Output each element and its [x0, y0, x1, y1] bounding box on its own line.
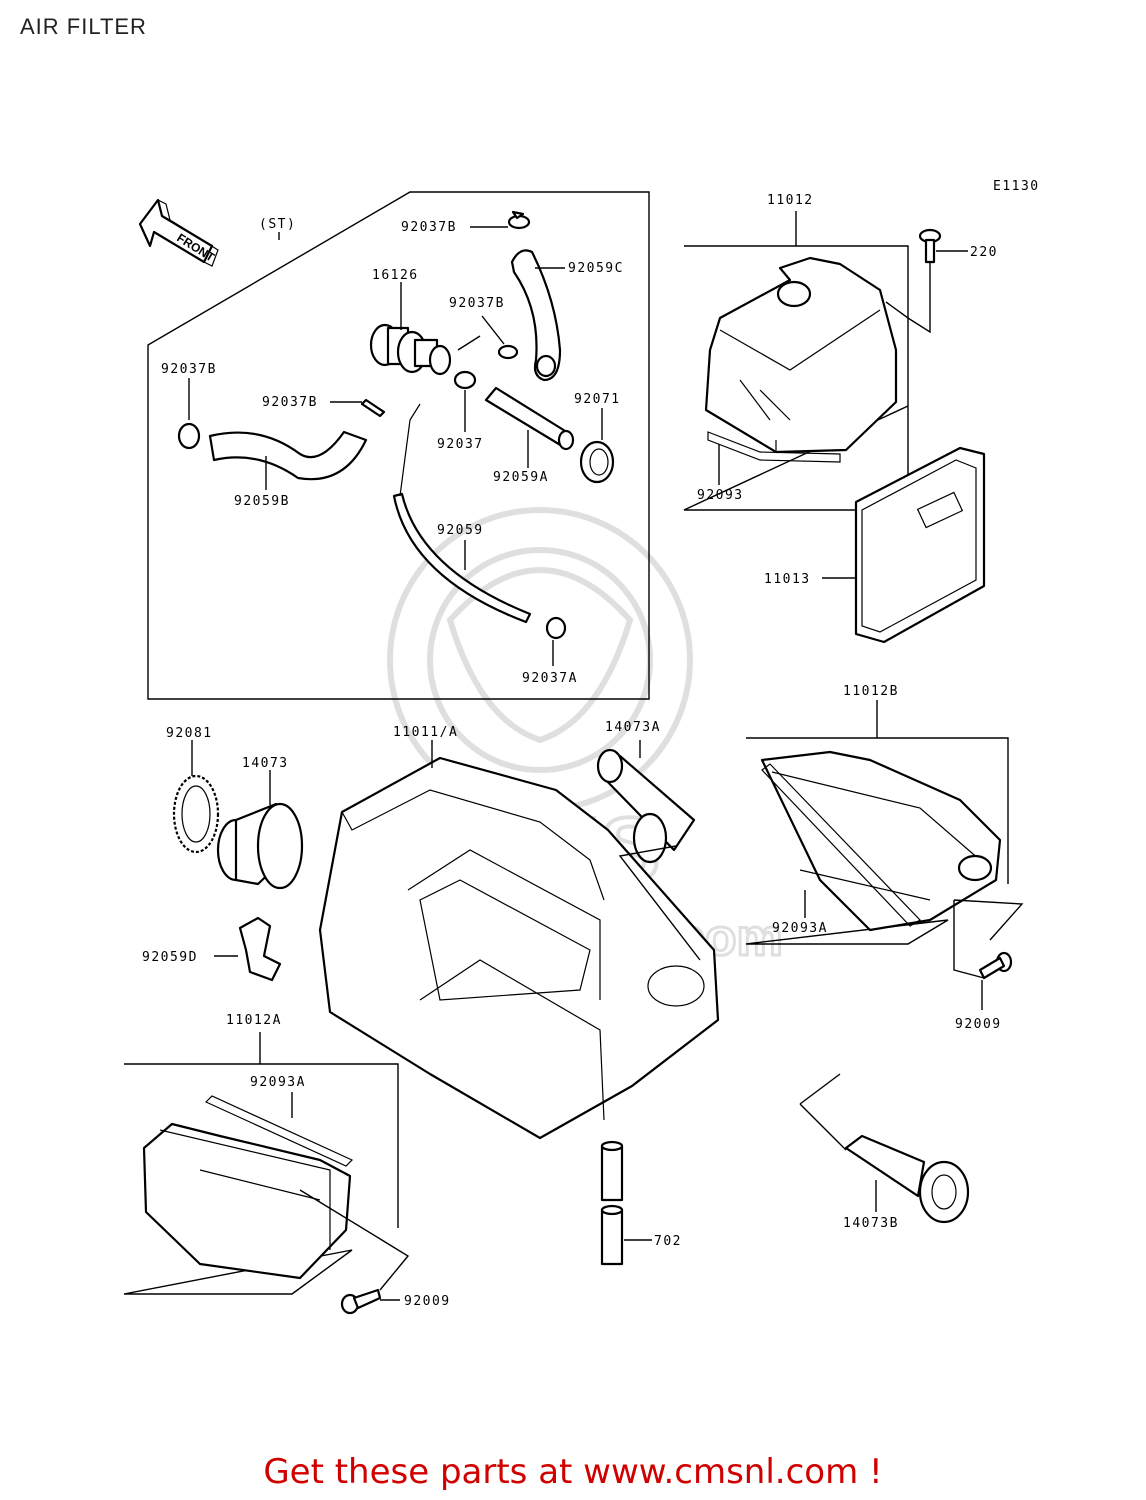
label-92059a: 92059A: [493, 470, 549, 485]
label-st: (ST): [259, 217, 296, 232]
front-arrow-icon: FRONT: [138, 198, 219, 267]
part-92059d: [214, 916, 282, 982]
label-92037b-clip: 92037B: [262, 395, 318, 410]
label-11011-a: 11011/A: [393, 725, 458, 740]
part-92093a-right: [761, 763, 921, 927]
label-11012b: 11012B: [843, 684, 899, 699]
label-92037b-left: 92037B: [161, 362, 217, 377]
st-kit-box: [147, 191, 650, 700]
part-92009-left: [299, 1189, 410, 1315]
label-92009-right: 92009: [955, 1017, 1002, 1032]
part-92093a-left: [204, 1092, 354, 1167]
part-11012: [683, 211, 909, 511]
part-16126: [369, 282, 452, 376]
part-11012a: [123, 1032, 399, 1295]
label-92093: 92093: [697, 488, 744, 503]
label-92093a-right: 92093A: [772, 921, 828, 936]
part-92071: [579, 408, 615, 484]
part-14073b: [799, 1073, 970, 1224]
label-92071: 92071: [574, 392, 621, 407]
page-title: AIR FILTER: [20, 14, 147, 39]
part-92059c: [510, 249, 565, 382]
label-16126: 16126: [372, 268, 419, 283]
part-92081: [172, 740, 220, 854]
label-92037b-mid: 92037B: [449, 296, 505, 311]
part-11013: [822, 446, 986, 644]
label-11012: 11012: [767, 193, 814, 208]
label-14073a: 14073A: [605, 720, 661, 735]
label-11012a: 11012A: [226, 1013, 282, 1028]
diagram-code: E1130: [993, 179, 1040, 194]
label-11013: 11013: [764, 572, 811, 587]
label-92037b-top: 92037B: [401, 220, 457, 235]
label-92059d: 92059D: [142, 950, 198, 965]
part-92009-right: [953, 899, 1024, 1010]
label-702: 702: [654, 1234, 682, 1249]
part-92059: [392, 403, 532, 624]
part-220: [885, 228, 968, 334]
part-92037b-clip: [330, 398, 386, 418]
footer-link[interactable]: Get these parts at www.cmsnl.com !: [263, 1452, 883, 1492]
part-92037a: [545, 616, 567, 666]
label-92093a-left: 92093A: [250, 1075, 306, 1090]
label-92059c: 92059C: [568, 261, 624, 276]
part-92037b-top: [470, 210, 531, 230]
label-92081: 92081: [166, 726, 213, 741]
part-11011-a: [318, 740, 720, 1140]
part-14073a: [596, 740, 701, 961]
part-702: [600, 1140, 652, 1266]
part-92037b-left: [177, 378, 201, 450]
part-92059a: [484, 386, 575, 468]
label-220: 220: [970, 245, 998, 260]
label-14073b: 14073B: [843, 1216, 899, 1231]
part-92093: [707, 431, 841, 485]
label-92037a: 92037A: [522, 671, 578, 686]
label-92059b: 92059B: [234, 494, 290, 509]
label-92037: 92037: [437, 437, 484, 452]
label-92059: 92059: [437, 523, 484, 538]
part-11012b: [745, 700, 1009, 945]
part-92059b: [208, 430, 368, 490]
part-92037: [453, 370, 477, 432]
label-92009-left: 92009: [404, 1294, 451, 1309]
part-92037b-mid: [457, 315, 519, 360]
part-14073: [216, 770, 304, 890]
label-14073: 14073: [242, 756, 289, 771]
